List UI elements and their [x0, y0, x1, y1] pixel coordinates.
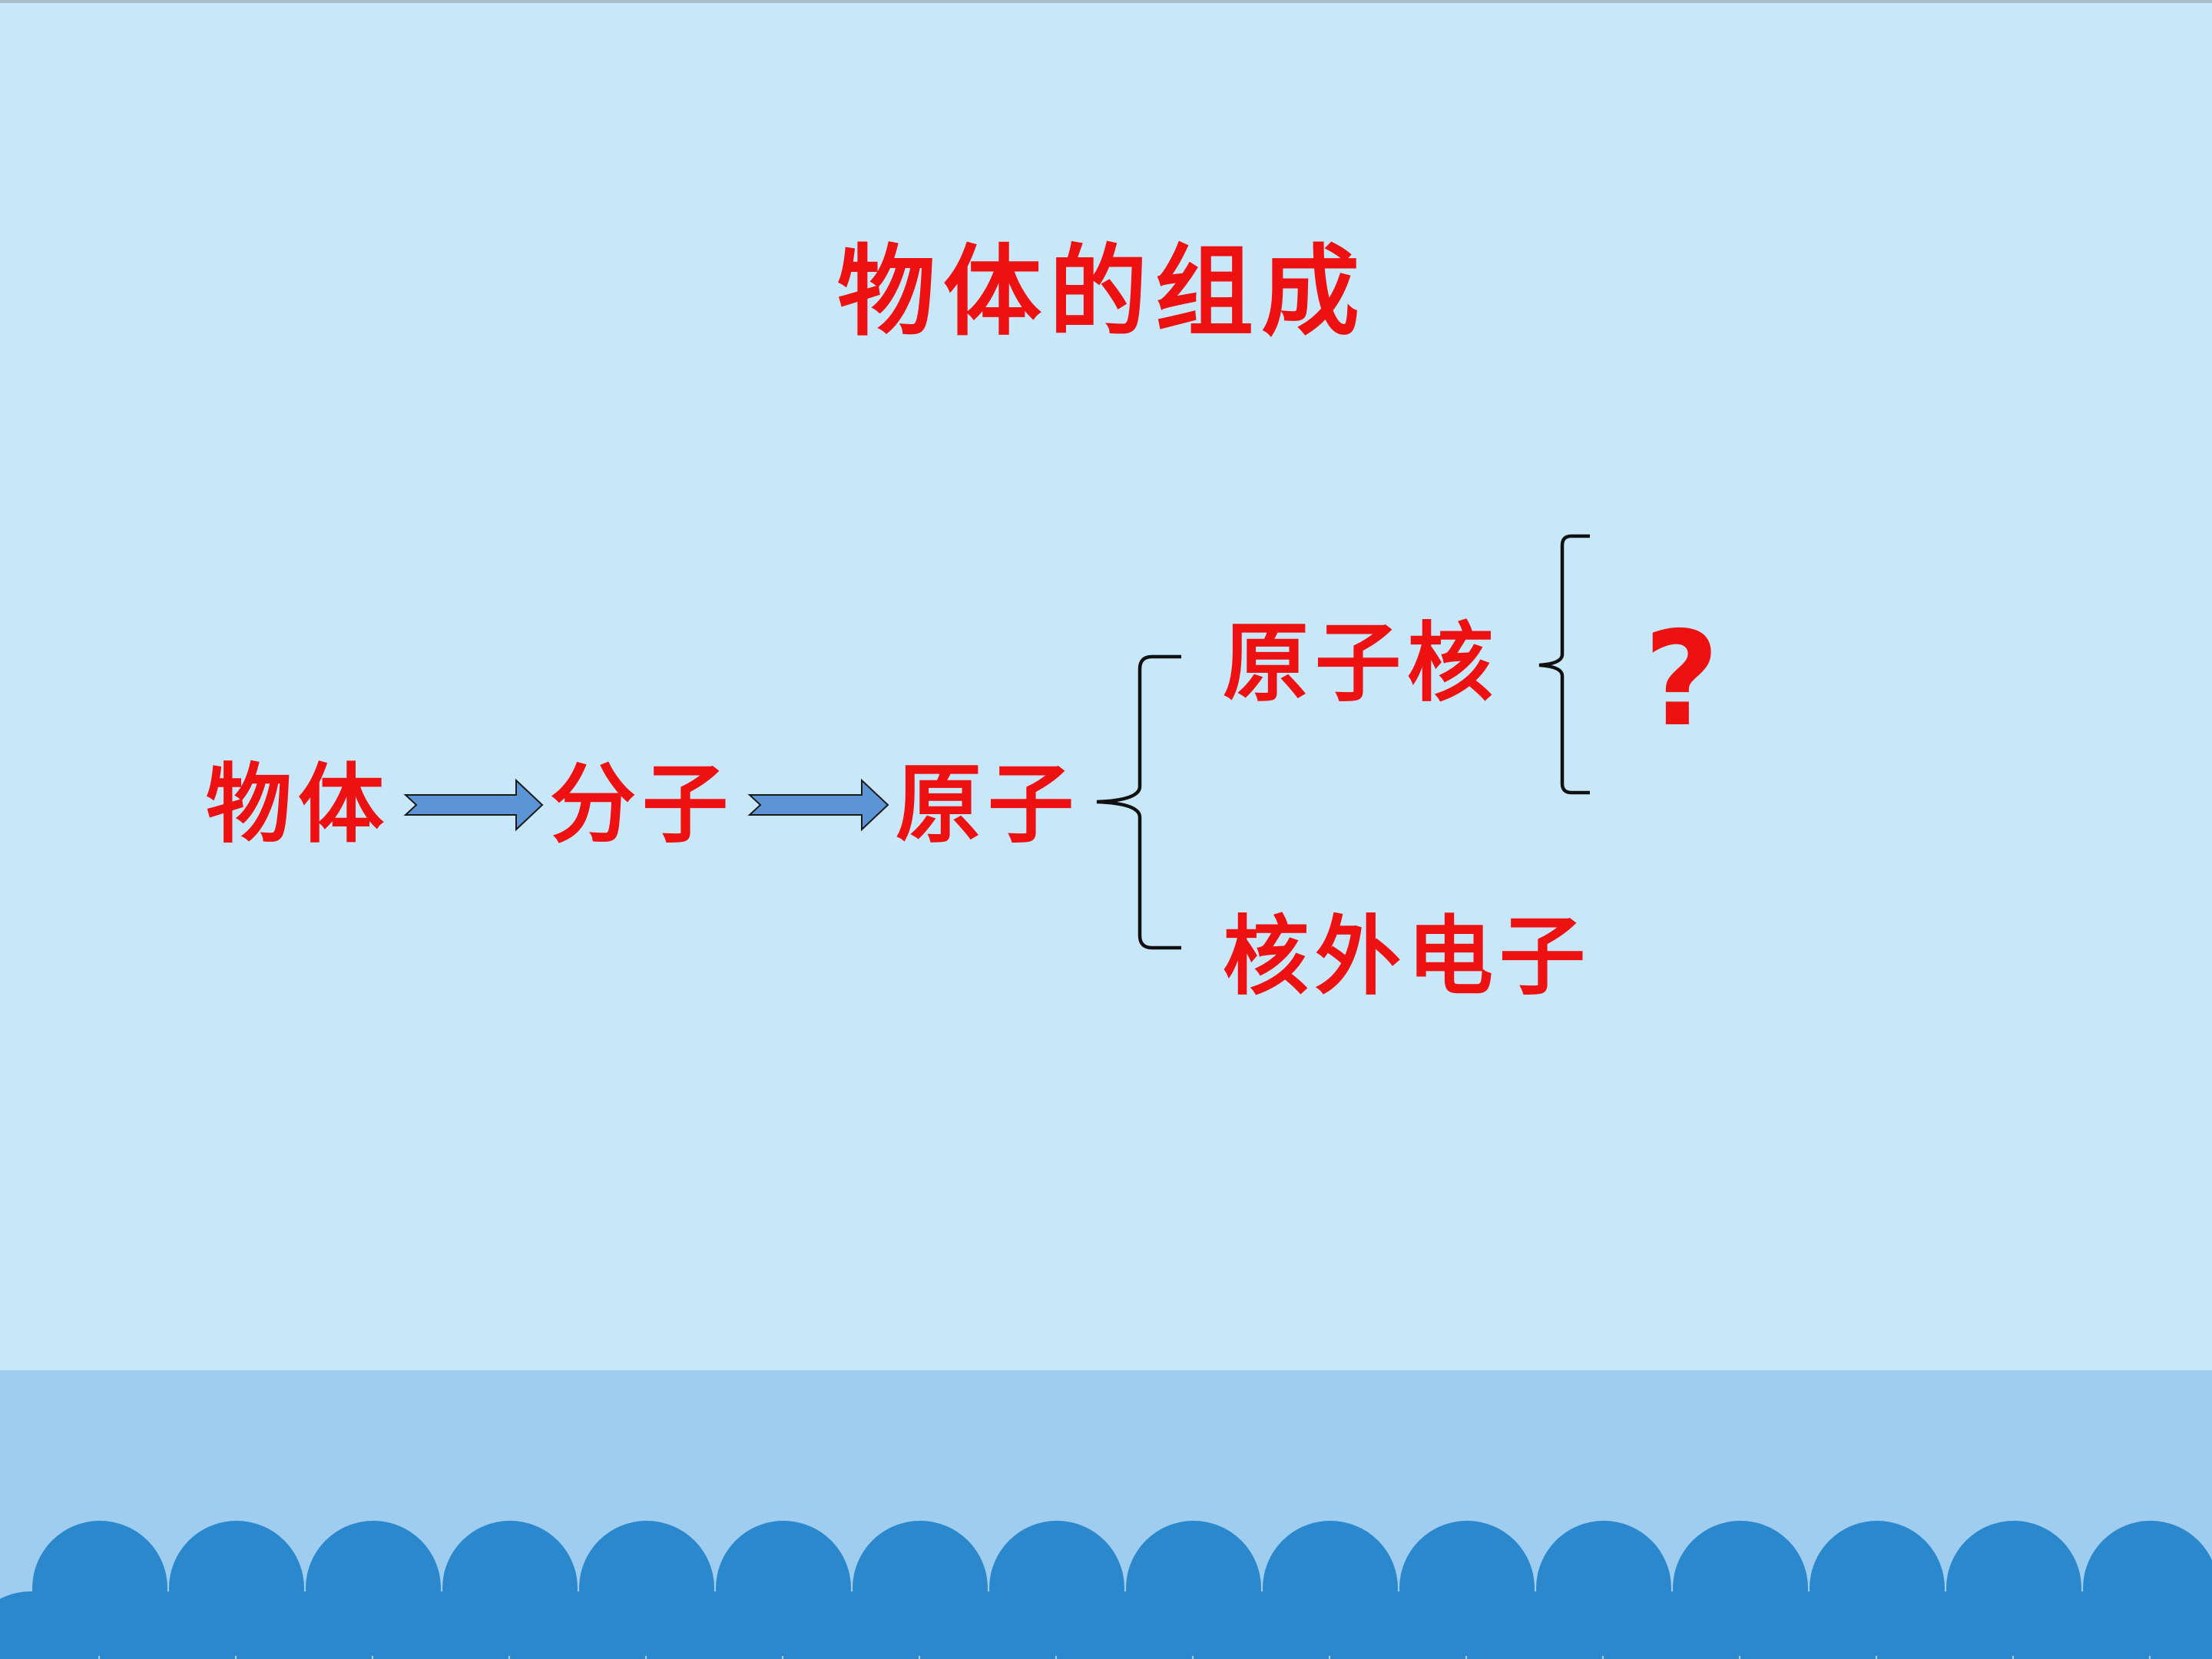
wave-scallop-front [510, 1591, 645, 1659]
wave-scallop-front [373, 1591, 508, 1659]
wave-scallop-front [920, 1591, 1055, 1659]
node-molecule: 分子 [550, 754, 734, 855]
wave-scallop-front [100, 1591, 235, 1659]
wave-scallop-front [647, 1591, 782, 1659]
brace-atom [1096, 654, 1181, 950]
node-object: 物体 [206, 754, 390, 855]
wave-scallop-front [783, 1591, 919, 1659]
wave-scallop-front [2151, 1591, 2212, 1659]
top-border [0, 0, 2212, 3]
node-electron: 核外电子 [1223, 906, 1591, 1007]
wave-scallop-front [1330, 1591, 1465, 1659]
brace-nucleus [1538, 534, 1590, 795]
question-mark: ? [1644, 604, 1720, 756]
wave-scallop-front [1604, 1591, 1739, 1659]
wave-scallop-front [1194, 1591, 1329, 1659]
node-atom: 原子 [896, 754, 1080, 855]
wave-scallop-front [2014, 1591, 2149, 1659]
wave-scallop-front [1057, 1591, 1192, 1659]
wave-scallop-front [1877, 1591, 2012, 1659]
wave-scallop-front [1740, 1591, 1876, 1659]
node-nucleus: 原子核 [1223, 613, 1499, 714]
arrow-object-to-molecule [403, 778, 544, 832]
wave-scallop-front [237, 1591, 372, 1659]
wave-scallop-front [1467, 1591, 1602, 1659]
arrow-molecule-to-atom [747, 778, 889, 832]
slide-title: 物体的组成 [837, 234, 1368, 349]
wave-scallop-front [0, 1591, 98, 1659]
